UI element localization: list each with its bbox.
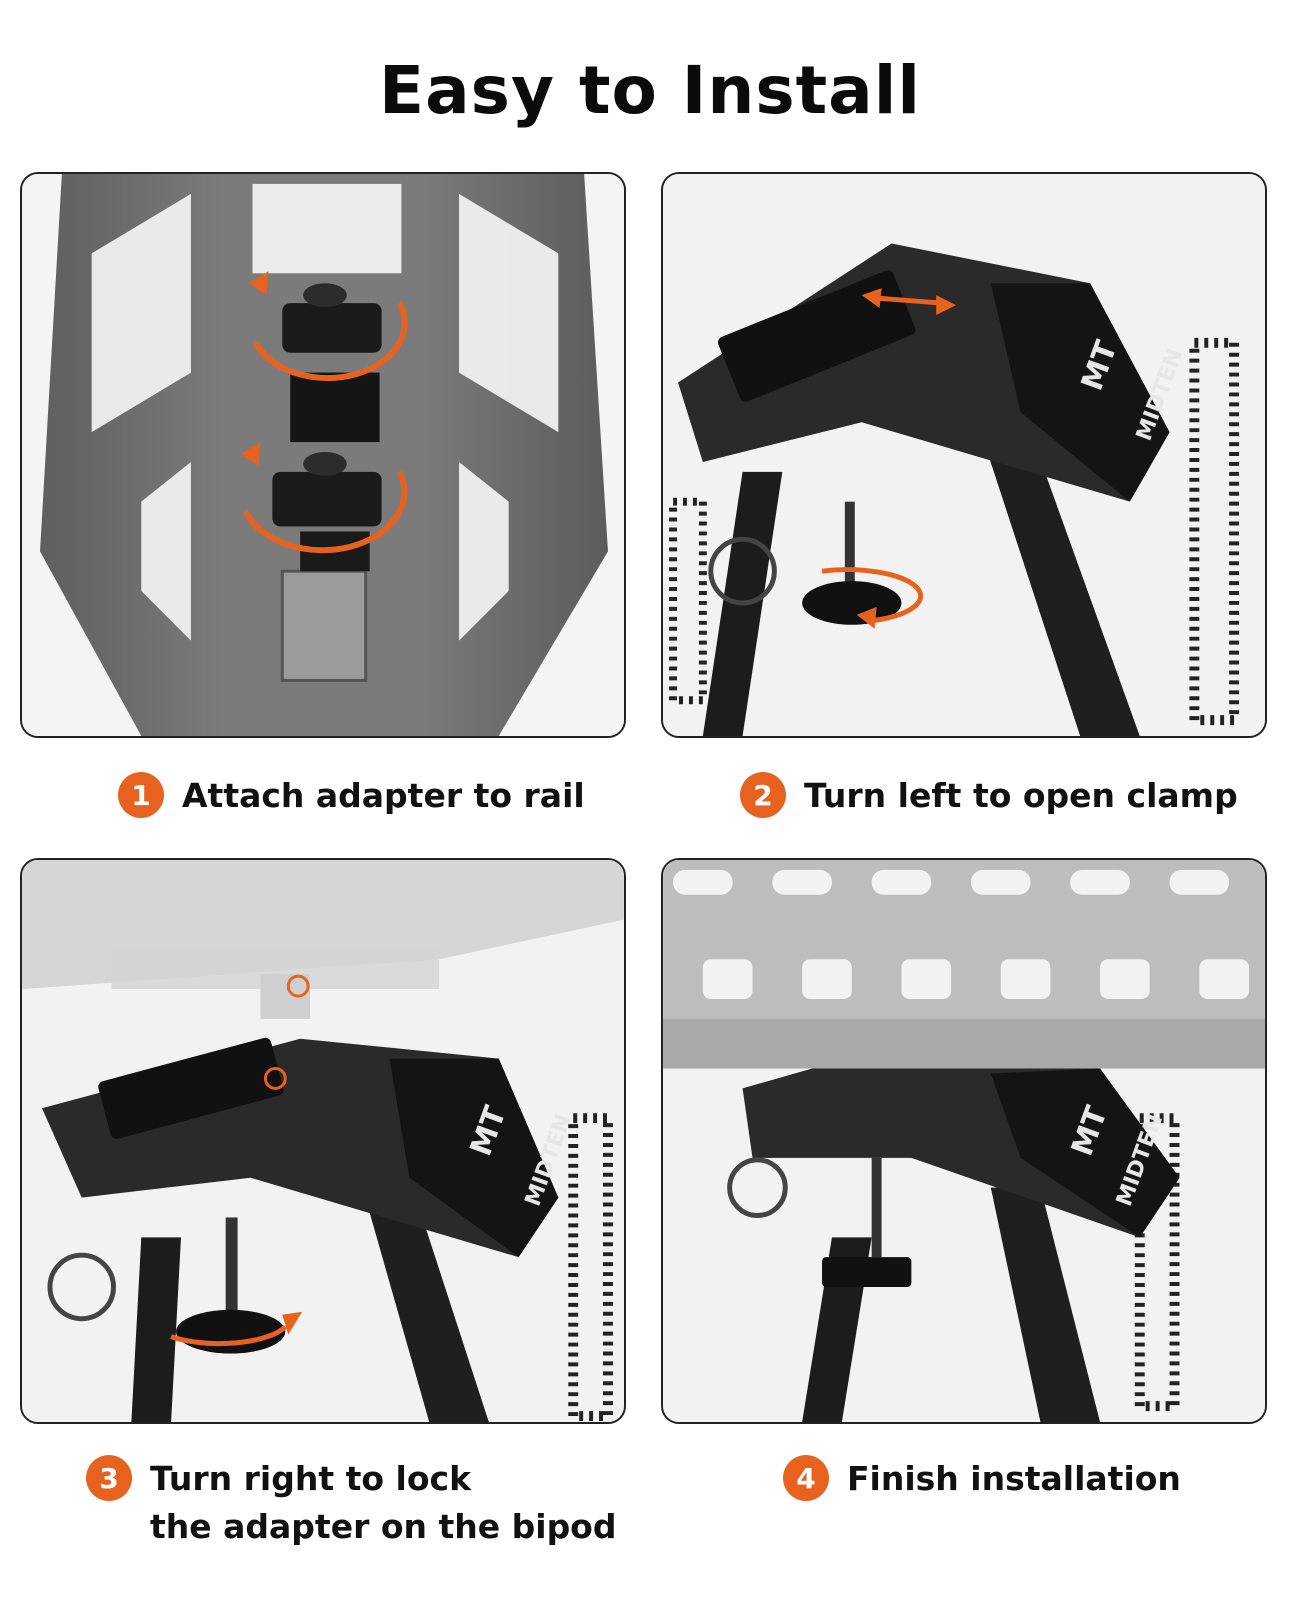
bipod-lock-adapter-illustration: MT MIDTEN	[22, 860, 624, 1422]
step-3-caption: 3 Turn right to lock the adapter on the …	[86, 1455, 616, 1551]
step-1-caption: 1 Attach adapter to rail	[118, 772, 585, 820]
step-number-badge: 1	[118, 772, 164, 818]
step-3-text-line-1: Turn right to lock	[150, 1459, 472, 1498]
step-1-text: Attach adapter to rail	[182, 776, 585, 815]
step-3-image: MT MIDTEN	[20, 858, 626, 1424]
step-number-badge: 3	[86, 1455, 132, 1501]
step-number-badge: 4	[783, 1455, 829, 1501]
step-4-text: Finish installation	[847, 1459, 1181, 1498]
step-2-caption: 2 Turn left to open clamp	[740, 772, 1238, 820]
step-2-text: Turn left to open clamp	[804, 776, 1238, 815]
step-4-caption: 4 Finish installation	[783, 1455, 1181, 1503]
bipod-open-clamp-illustration: MT MIDTEN	[663, 174, 1265, 736]
step-number-badge: 2	[740, 772, 786, 818]
page-title: Easy to Install	[379, 52, 921, 129]
rail-adapter-illustration	[22, 174, 624, 736]
bipod-installed-illustration: MT MIDTEN	[663, 860, 1265, 1422]
step-3-text-line-2: the adapter on the bipod	[150, 1507, 617, 1546]
step-4-image: MT MIDTEN	[661, 858, 1267, 1424]
step-2-image: MT MIDTEN	[661, 172, 1267, 738]
step-1-image	[20, 172, 626, 738]
